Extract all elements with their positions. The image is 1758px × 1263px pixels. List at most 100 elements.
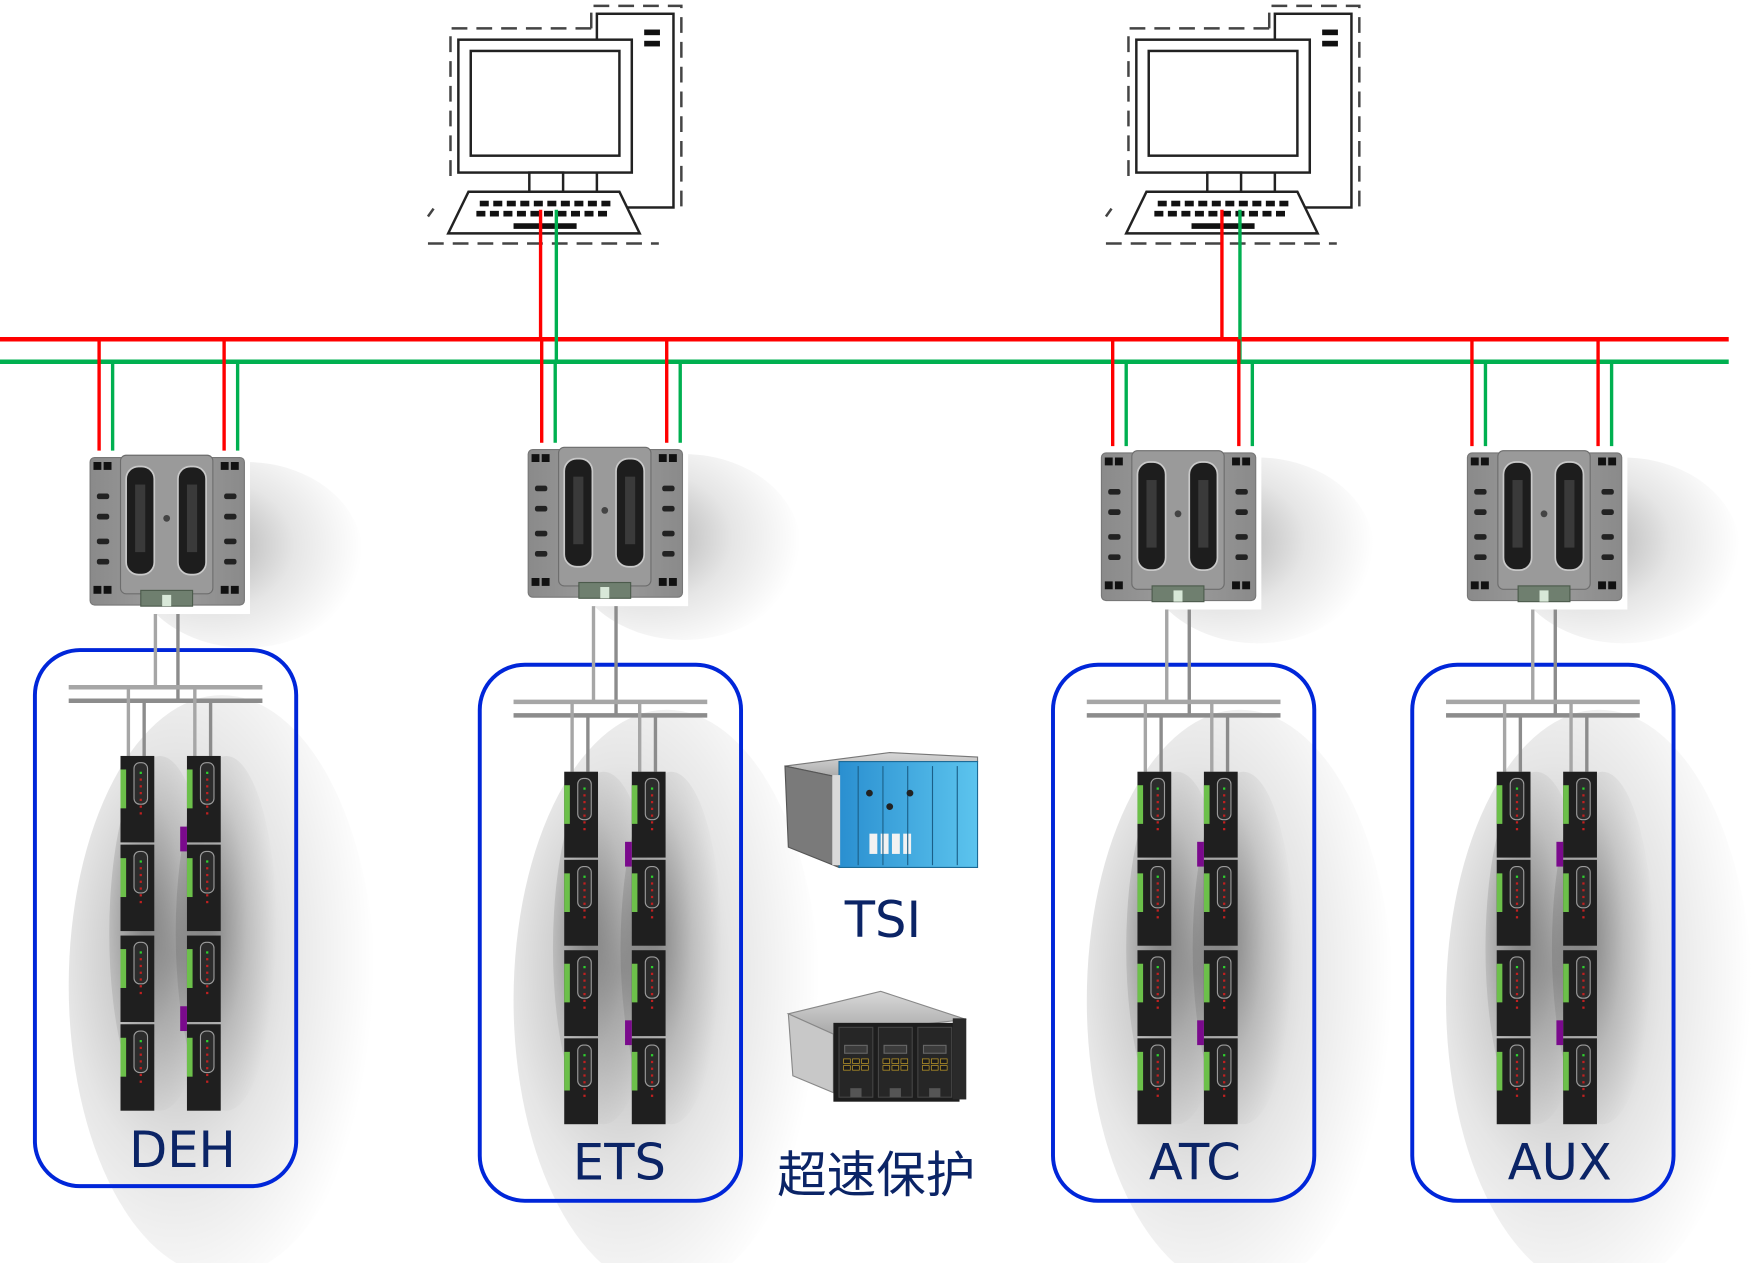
io-channel-window	[644, 1044, 660, 1087]
io-channel-led	[650, 889, 654, 892]
cpu-label-strip	[186, 484, 198, 553]
ethernet-port	[668, 454, 677, 463]
ethernet-port	[1480, 581, 1489, 590]
io-channel-led	[1156, 1060, 1159, 1064]
io-module[interactable]	[1496, 771, 1531, 858]
io-module[interactable]	[120, 1024, 155, 1111]
ethernet-port	[1114, 581, 1123, 590]
io-module[interactable]	[564, 771, 599, 858]
io-module[interactable]	[625, 950, 666, 1046]
io-module[interactable]	[1203, 1038, 1238, 1125]
io-address-marker	[180, 826, 187, 852]
io-module[interactable]	[180, 755, 221, 852]
io-module[interactable]	[1563, 859, 1597, 946]
io-module[interactable]	[180, 935, 221, 1032]
controller-group-deh[interactable]	[32, 339, 299, 1189]
io-module[interactable]	[1137, 859, 1172, 946]
io-port	[534, 550, 548, 557]
io-channel-led	[139, 805, 142, 808]
io-channel-window	[1150, 1044, 1166, 1087]
io-module[interactable]	[1137, 1038, 1172, 1125]
io-module[interactable]	[186, 1024, 221, 1111]
io-channel-window	[199, 1030, 215, 1074]
io-channel-led	[650, 821, 654, 824]
tsi-card-slot	[891, 833, 900, 854]
io-channel-led	[583, 794, 586, 797]
overspeed-key	[852, 1058, 860, 1064]
io-channel-led	[139, 894, 142, 897]
ethernet-port	[93, 462, 102, 470]
io-channel-led	[1223, 916, 1226, 919]
io-port	[1108, 489, 1121, 495]
io-module[interactable]	[564, 1038, 599, 1125]
io-module[interactable]	[120, 844, 155, 932]
io-channel-led	[1515, 1054, 1519, 1057]
io-module[interactable]	[631, 1038, 666, 1125]
io-module[interactable]	[1556, 950, 1597, 1046]
ethernet-port	[1598, 457, 1606, 466]
io-port	[662, 530, 675, 537]
controller-screw	[1174, 510, 1182, 518]
io-channel-led	[650, 814, 654, 817]
io-address-marker	[1556, 841, 1564, 867]
io-channel-led	[206, 894, 209, 897]
keyboard-key	[520, 200, 530, 207]
controller-screw	[601, 507, 609, 514]
ethernet-port	[230, 462, 239, 470]
controller-group-atc[interactable]	[1051, 339, 1317, 1203]
io-module[interactable]	[1563, 1038, 1597, 1125]
io-module[interactable]	[1496, 1038, 1531, 1125]
io-channel-led	[650, 1060, 654, 1064]
io-channel-led	[206, 978, 209, 981]
io-module[interactable]	[1203, 859, 1238, 946]
dual-controller-icon[interactable]	[1095, 446, 1262, 610]
io-module[interactable]	[186, 844, 221, 932]
io-channel-led	[1223, 993, 1226, 996]
io-port	[1474, 554, 1487, 560]
io-module[interactable]	[1496, 950, 1531, 1037]
io-module[interactable]	[1197, 771, 1238, 867]
power-terminal-plug	[1539, 590, 1549, 602]
io-module[interactable]	[120, 755, 155, 843]
io-module[interactable]	[625, 771, 666, 867]
io-channel-led	[650, 999, 654, 1003]
tsi-rack-icon[interactable]	[784, 752, 979, 869]
controller-group-ets[interactable]	[477, 339, 744, 1203]
keyboard-key	[506, 200, 516, 207]
dual-controller-icon[interactable]	[1461, 446, 1628, 610]
io-module[interactable]	[1197, 950, 1238, 1046]
workstation[interactable]	[1104, 0, 1361, 362]
io-module[interactable]	[564, 950, 599, 1037]
controller-group-aux[interactable]	[1410, 339, 1676, 1203]
overspeed-key	[852, 1065, 860, 1071]
io-channel-window	[1216, 777, 1232, 821]
io-module[interactable]	[1496, 859, 1531, 946]
io-channel-led	[1223, 814, 1226, 817]
io-module[interactable]	[631, 859, 666, 946]
workstation[interactable]	[426, 0, 683, 362]
io-channel-led	[1582, 889, 1585, 892]
io-channel-led	[1582, 882, 1585, 885]
io-channel-led	[139, 1073, 142, 1077]
io-terminal-block	[1496, 1051, 1503, 1091]
ethernet-port	[230, 585, 239, 594]
io-port	[1235, 534, 1248, 540]
ethernet-port	[531, 454, 540, 463]
dual-controller-icon[interactable]	[522, 442, 689, 607]
io-module[interactable]	[1137, 771, 1172, 858]
io-channel-led	[206, 1046, 209, 1050]
io-channel-led	[1156, 965, 1159, 969]
overspeed-protection-rack-icon[interactable]	[786, 990, 967, 1102]
dual-controller-icon[interactable]	[84, 450, 251, 615]
io-channel-led	[139, 873, 142, 877]
io-module[interactable]	[1556, 771, 1597, 867]
io-module[interactable]	[1137, 950, 1172, 1037]
io-channel-window	[1216, 866, 1232, 909]
keyboard-key	[1154, 210, 1164, 217]
io-channel-led	[1582, 1054, 1585, 1057]
io-module[interactable]	[564, 859, 599, 946]
io-channel-led	[206, 785, 209, 788]
overspeed-key	[861, 1058, 869, 1064]
io-module[interactable]	[120, 935, 155, 1023]
io-channel-led	[650, 1087, 654, 1091]
